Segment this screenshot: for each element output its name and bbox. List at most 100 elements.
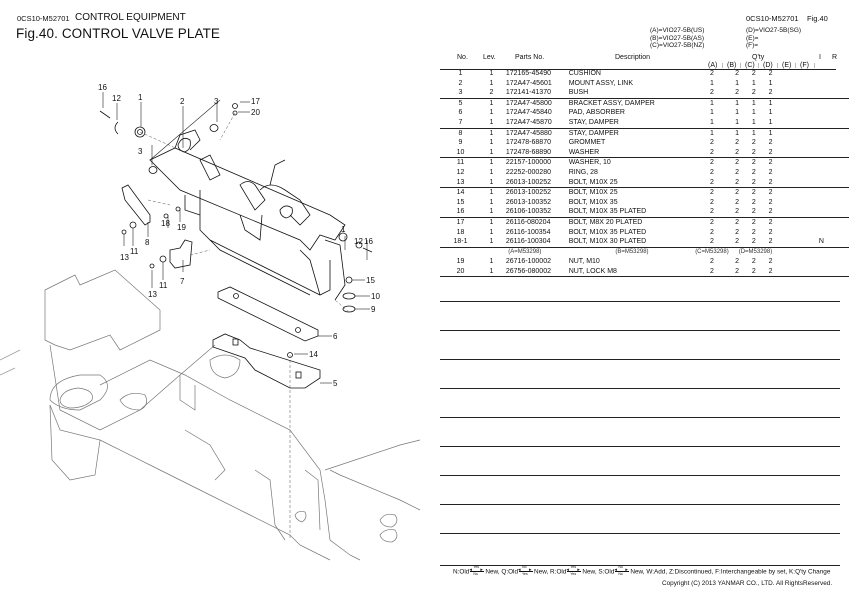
cell-a: 2 xyxy=(695,207,729,218)
cell-r xyxy=(831,228,849,238)
cell-desc: RING, 28 xyxy=(568,168,598,176)
cell-d: 2 xyxy=(762,147,779,159)
cell-d: 1 xyxy=(768,129,773,137)
cell-pn: 26756-080002 xyxy=(501,266,569,278)
cell-lev: 1 xyxy=(489,159,494,167)
cell-b: 2 xyxy=(735,189,740,197)
control-valve-plate-assembly xyxy=(99,103,373,389)
cell-desc: BOLT, M10X 35 xyxy=(568,198,618,206)
cell-c: 2 xyxy=(751,228,756,236)
cell-pn: 172A47-45870 xyxy=(501,117,569,129)
cell-i xyxy=(811,147,832,159)
cell-f xyxy=(795,168,811,178)
callout-13: 13 xyxy=(120,253,129,262)
cell-b: 2 xyxy=(735,139,740,147)
cell-lev: 1 xyxy=(489,189,494,197)
cell-pn: 22252-000280 xyxy=(505,168,551,176)
empty-row-divider xyxy=(440,301,840,302)
cell-b: 2 xyxy=(728,237,746,248)
cell-i xyxy=(811,79,831,89)
cell-a: 2 xyxy=(695,237,729,248)
callout-16: 16 xyxy=(364,237,373,246)
cell-d: 1 xyxy=(768,99,773,107)
cell-a: 2 xyxy=(709,189,714,197)
footer-divider xyxy=(440,565,840,566)
section-title: CONTROL EQUIPMENT xyxy=(75,12,186,23)
cell-b: 2 xyxy=(728,266,746,278)
empty-row-divider xyxy=(440,330,840,331)
cell-i xyxy=(811,188,831,198)
cell-r xyxy=(831,128,849,138)
arrow-left-icon: ◂ xyxy=(566,567,569,573)
cell-b: 1 xyxy=(735,129,740,137)
serial-note-a: (A=M53298) xyxy=(508,248,542,255)
cell-f xyxy=(795,266,812,278)
cell-e xyxy=(778,147,796,159)
cell-no: 19 xyxy=(456,258,465,266)
cell-no: 14 xyxy=(456,189,465,197)
cell-e xyxy=(778,177,796,189)
cell-i xyxy=(811,257,831,267)
cell-e xyxy=(778,266,796,278)
cell-a: 1 xyxy=(709,109,714,117)
serial-note-spacer xyxy=(440,247,481,257)
cell-f xyxy=(795,79,811,89)
legend-label: S:Old xyxy=(598,568,615,576)
cell-a: 2 xyxy=(709,159,714,167)
col-header-parts-no: Parts No. xyxy=(515,54,545,61)
cell-a: 2 xyxy=(695,266,729,278)
cell-a: 2 xyxy=(695,177,729,189)
cell-e xyxy=(778,237,796,248)
col-header-no: No. xyxy=(457,54,468,61)
cell-c: 2 xyxy=(751,258,756,266)
cell-e xyxy=(778,117,796,129)
cell-r xyxy=(831,207,849,218)
cell-pn: 26116-080204 xyxy=(505,218,551,226)
model-b: (B)=VIO27-5B(AS) xyxy=(650,34,705,42)
callout-1: 1 xyxy=(138,93,143,102)
cell-f xyxy=(795,108,811,118)
model-e: (E)= xyxy=(746,34,759,42)
cell-pn: 22157-100000 xyxy=(505,159,551,167)
cell-desc: BOLT, M10X 30 PLATED xyxy=(568,237,696,248)
cell-e xyxy=(779,188,795,198)
cell-r xyxy=(831,117,849,129)
cell-c: 2 xyxy=(751,189,756,197)
cell-r xyxy=(831,188,849,198)
cell-f xyxy=(795,88,812,99)
cell-b: 1 xyxy=(735,109,740,117)
cell-no: 12 xyxy=(456,168,465,176)
cell-b: 2 xyxy=(735,228,740,236)
cell-lev: 1 xyxy=(480,147,502,159)
cell-lev: 1 xyxy=(480,266,502,278)
legend-arrow-icon: Yes◂▸No xyxy=(469,565,485,576)
cell-r xyxy=(831,257,849,267)
cell-b: 2 xyxy=(735,218,740,226)
cell-pn: 172A47-45800 xyxy=(505,99,552,107)
cell-c: 2 xyxy=(745,266,763,278)
cell-i xyxy=(811,69,831,79)
cell-lev: 1 xyxy=(489,109,494,117)
cell-b: 1 xyxy=(735,79,740,87)
cell-no: 18 xyxy=(456,228,465,236)
col-header-b: (B) xyxy=(727,62,737,69)
empty-row-divider xyxy=(440,417,840,418)
cell-f xyxy=(795,188,811,198)
cell-d: 2 xyxy=(768,189,773,197)
cell-desc: BOLT, M10X 25 xyxy=(568,177,696,189)
legend-text: New, xyxy=(582,568,597,576)
cell-desc: MOUNT ASSY, LINK xyxy=(568,79,634,87)
callout-9: 9 xyxy=(371,305,376,314)
arrow-right-icon: ▸ xyxy=(480,567,483,573)
callout-3: 3 xyxy=(138,147,143,156)
cell-lev: 1 xyxy=(480,207,502,218)
cell-c: 2 xyxy=(751,159,756,167)
cell-lev: 1 xyxy=(489,168,494,176)
col-tick xyxy=(814,63,815,68)
